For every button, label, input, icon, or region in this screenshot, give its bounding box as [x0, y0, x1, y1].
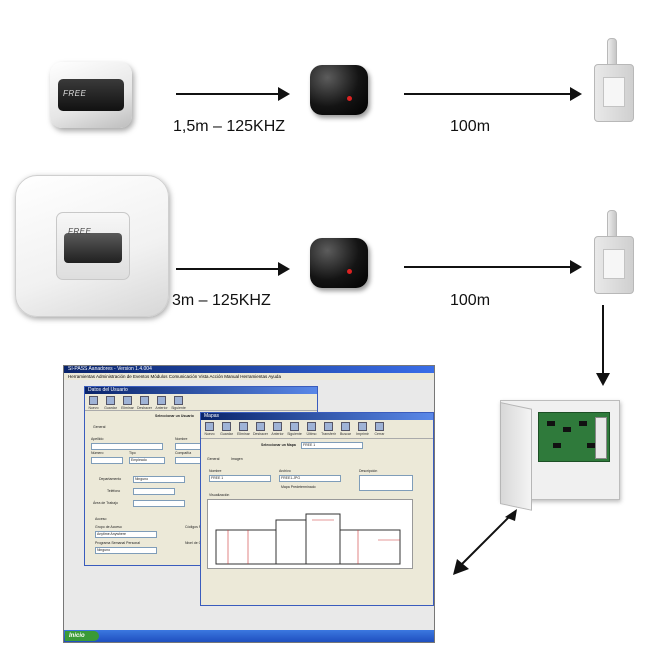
field-label: Descripción [359, 469, 378, 473]
field-label: Códigos Fijos [185, 525, 207, 529]
rfid-reader-small: FREE [50, 62, 132, 128]
tab-general[interactable]: General [93, 425, 106, 429]
phone-input[interactable] [133, 488, 175, 495]
field-label: Nivel de Control [185, 541, 210, 545]
reader-plate: FREE [56, 212, 130, 280]
close-button[interactable]: Cerrar [372, 421, 387, 436]
number-input[interactable] [91, 457, 123, 464]
controller-lid [500, 402, 532, 511]
arrow-reader-to-transmitter-1 [176, 87, 290, 101]
default-map-checkbox[interactable]: Mapa Predeterminado [281, 485, 316, 489]
antenna-icon [607, 210, 617, 238]
weekly-program-select[interactable]: Ninguno [95, 547, 157, 554]
antenna-icon [607, 38, 617, 66]
controller-pcb [538, 412, 610, 462]
field-label: Compañía [175, 451, 192, 455]
field-label: Departamento [99, 477, 122, 481]
previous-button[interactable]: Anterior [270, 421, 285, 436]
undo-button[interactable]: Deshacer [137, 395, 152, 410]
reader-window: FREE [58, 79, 124, 111]
map-name-input[interactable]: FREE 1 [209, 475, 271, 482]
start-button[interactable]: Inicio [65, 631, 99, 641]
field-label: Teléfono [107, 489, 121, 493]
print-button[interactable]: Imprimir [355, 421, 370, 436]
arrow-head-down [596, 373, 610, 386]
range-label-reader-1: 1,5m – 125KHZ [173, 118, 286, 135]
delete-button[interactable]: Eliminar [236, 421, 251, 436]
undo-button[interactable]: Deshacer [253, 421, 268, 436]
work-area-select[interactable] [133, 500, 185, 507]
software-screenshot: SI-PASS Aanadores - Version 1.4.004 Herr… [63, 365, 435, 643]
visualization-label: Visualización [209, 493, 230, 497]
transfer-button[interactable]: Transferir [321, 421, 336, 436]
arrow-transmitter-to-receiver-2 [404, 260, 582, 274]
field-label: Nombre [175, 437, 188, 441]
previous-button[interactable]: Anterior [154, 395, 169, 410]
reader-brand: FREE [63, 89, 87, 98]
user-dialog-title: Datos del Usuario [85, 387, 317, 394]
transmitter-2 [310, 238, 368, 288]
next-button[interactable]: Siguiente [287, 421, 302, 436]
receiver-body [594, 236, 634, 294]
range-label-receiver-1: 100m [450, 118, 491, 135]
field-label: Apellido [91, 437, 104, 441]
app-menu: Herramientas Administración de Eventos M… [64, 373, 434, 380]
rfid-reader-large: FREE [15, 175, 169, 317]
app-title: SI-PASS Aanadores - Version 1.4.004 [64, 366, 434, 373]
field-label: Archivo [279, 469, 291, 473]
range-label-reader-2: 3m – 125KHZ [172, 292, 271, 309]
map-description-input[interactable] [359, 475, 413, 491]
select-user-label: Seleccionar un Usuario [155, 414, 194, 418]
field-label: Programa Semanal Personal [95, 541, 140, 545]
range-label-receiver-2: 100m [450, 292, 491, 309]
map-file-input[interactable]: FREE1.JPG [279, 475, 341, 482]
field-label: Acceso [95, 517, 107, 521]
taskbar: Inicio [64, 630, 434, 642]
receiver-body [594, 64, 634, 122]
field-label: Área de Trabajo [93, 501, 118, 505]
arrow-receiver-to-controller [602, 305, 604, 375]
floor-plan-preview [207, 499, 413, 569]
last-button[interactable]: Último [304, 421, 319, 436]
type-select[interactable]: Empleado [129, 457, 165, 464]
save-button[interactable]: Guardar [219, 421, 234, 436]
select-map-label: Seleccionar un Mapa [261, 443, 296, 447]
reader-brand-large: FREE [68, 227, 92, 236]
delete-button[interactable]: Eliminar [120, 395, 135, 410]
field-label: Tipo [129, 451, 136, 455]
new-button[interactable]: Nuevo [202, 421, 217, 436]
field-label: Nombre [209, 469, 222, 473]
map-select[interactable]: FREE 1 [301, 442, 363, 449]
tab-image[interactable]: Imagen [231, 457, 243, 461]
receiver-1 [590, 38, 635, 128]
lastname-input[interactable] [91, 443, 163, 450]
field-label: Grupo de Acceso [95, 525, 122, 529]
search-button[interactable]: Buscar [338, 421, 353, 436]
tab-general[interactable]: General [207, 457, 220, 461]
receiver-2 [590, 210, 635, 300]
next-button[interactable]: Siguiente [171, 395, 186, 410]
save-button[interactable]: Guardar [103, 395, 118, 410]
arrow-reader-to-transmitter-2 [176, 262, 290, 276]
arrow-transmitter-to-receiver-1 [404, 87, 582, 101]
led-icon [347, 96, 352, 101]
access-group-select[interactable]: Anytime Anywhere [95, 531, 157, 538]
led-icon [347, 269, 352, 274]
reader-window: FREE [64, 227, 122, 263]
transmitter-1 [310, 65, 368, 115]
new-button[interactable]: Nuevo [86, 395, 101, 410]
field-label: Número [91, 451, 104, 455]
department-select[interactable]: Ninguno [133, 476, 185, 483]
maps-dialog-title: Mapas [201, 413, 433, 420]
arrow-controller-to-pc [453, 509, 517, 575]
